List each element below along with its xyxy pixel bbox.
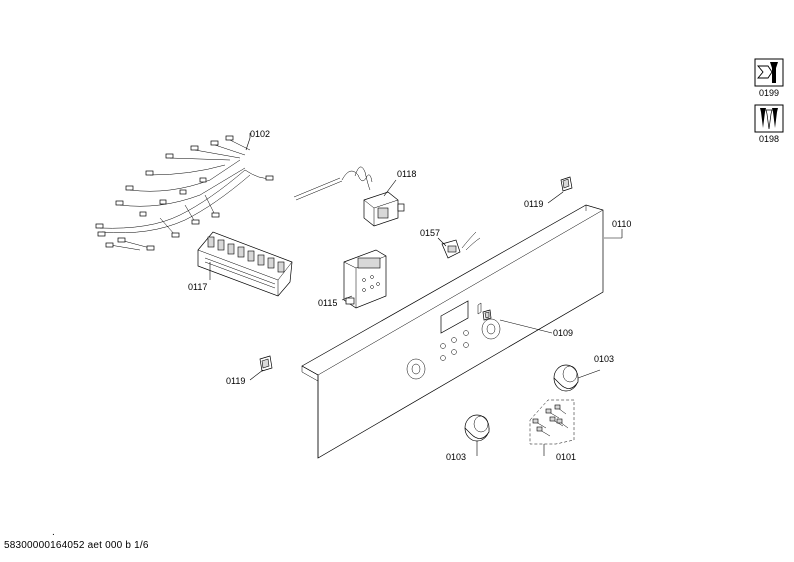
- leader-0157: [437, 237, 447, 247]
- clip-top[interactable]: [560, 176, 573, 192]
- tool-label-0198: 0198: [759, 134, 779, 144]
- part-label-0117[interactable]: 0117: [188, 282, 207, 292]
- terminal-block[interactable]: [197, 231, 293, 297]
- control-panel[interactable]: [301, 204, 604, 459]
- leader-0102: [245, 137, 251, 151]
- part-label-0110[interactable]: 0110: [612, 219, 631, 229]
- part-label-0115[interactable]: 0115: [318, 298, 337, 308]
- part-label-0103-right[interactable]: 0103: [594, 354, 614, 364]
- part-label-0118[interactable]: 0118: [397, 169, 416, 179]
- screws-icon[interactable]: [754, 104, 784, 133]
- document-number: 58300000164052 aet 000 b 1/6: [4, 540, 149, 551]
- leader-0103-right: [577, 369, 601, 379]
- wiring-harness[interactable]: [95, 135, 274, 251]
- thermostat[interactable]: [293, 166, 405, 227]
- part-label-0119-top[interactable]: 0119: [524, 199, 543, 209]
- part-label-0102[interactable]: 0102: [250, 129, 270, 139]
- screw-set[interactable]: [529, 399, 575, 445]
- leader-0115: [341, 295, 353, 301]
- leader-0118: [383, 179, 397, 197]
- part-label-0119-bottom[interactable]: 0119: [226, 376, 245, 386]
- part-label-0109[interactable]: 0109: [553, 328, 573, 338]
- indicator-light[interactable]: [482, 309, 492, 321]
- corner-mark: .: [52, 527, 55, 538]
- knob-right[interactable]: [553, 364, 579, 392]
- part-label-0103-left[interactable]: 0103: [446, 452, 466, 462]
- wrench-screwdriver-icon[interactable]: [754, 58, 784, 87]
- timer-module[interactable]: [343, 249, 387, 309]
- part-label-0157[interactable]: 0157: [420, 228, 440, 238]
- tool-label-0199: 0199: [759, 88, 779, 98]
- leader-0119-top: [547, 191, 564, 204]
- clip-bottom[interactable]: [259, 355, 273, 372]
- lamp-socket[interactable]: [441, 231, 481, 259]
- leader-0109: [499, 319, 553, 334]
- knob-left[interactable]: [464, 414, 490, 442]
- part-label-0101[interactable]: 0101: [556, 452, 576, 462]
- leader-0119-bottom: [249, 369, 264, 381]
